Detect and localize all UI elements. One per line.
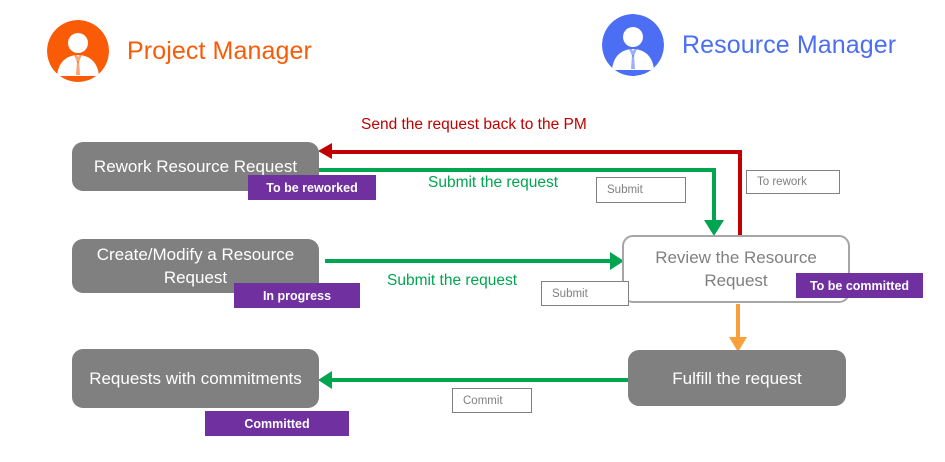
connector-commit-arrowhead [318, 371, 332, 389]
action-button-label: To rework [757, 176, 807, 188]
status-badge-to-be-reworked: To be reworked [248, 175, 376, 200]
task-label: Requests with commitments [89, 369, 302, 388]
action-button-submit-middle[interactable]: Submit [541, 281, 629, 306]
connector-send-back-arrowhead [318, 143, 332, 159]
connector-submit-middle-horizontal [325, 259, 610, 263]
connector-submit-middle-arrowhead [610, 252, 624, 270]
flow-label-submit-request-top: Submit the request [428, 174, 559, 191]
connector-to-fulfill-vertical [736, 304, 740, 340]
action-button-label: Submit [552, 287, 588, 300]
task-label: Review the Resource Request [655, 248, 817, 290]
connector-submit-top-arrowhead [704, 220, 724, 236]
action-button-label: Submit [607, 184, 643, 196]
task-label: Create/Modify a Resource Request [96, 245, 295, 287]
lane-title-project-manager: Project Manager [127, 36, 312, 65]
user-avatar-icon [47, 20, 109, 82]
flow-label-send-request-back: Send the request back to the PM [361, 116, 587, 133]
action-button-label: Commit [463, 394, 503, 407]
task-fulfill-the-request[interactable]: Fulfill the request [628, 350, 846, 406]
lane-header-project-manager: Project Manager [47, 20, 312, 82]
lane-title-resource-manager: Resource Manager [682, 30, 897, 59]
status-badge-label: To be committed [809, 278, 910, 293]
status-badge-label: To be reworked [266, 180, 358, 195]
connector-send-back-horizontal [330, 150, 740, 154]
lane-header-resource-manager: Resource Manager [602, 14, 896, 76]
task-requests-with-commitments[interactable]: Requests with commitments [72, 349, 319, 408]
connector-commit-horizontal [330, 378, 630, 382]
status-badge-to-be-committed: To be committed [796, 273, 923, 298]
connector-submit-top-vertical [712, 168, 716, 222]
flow-label-submit-request-middle: Submit the request [387, 272, 518, 289]
status-badge-label: Committed [244, 416, 310, 431]
connector-send-back-vertical [738, 150, 742, 246]
status-badge-committed: Committed [205, 411, 349, 436]
status-badge-in-progress: In progress [234, 283, 360, 308]
connector-to-fulfill-arrowhead [729, 337, 747, 352]
task-create-modify-resource-request[interactable]: Create/Modify a Resource Request [72, 239, 319, 293]
task-label: Fulfill the request [672, 368, 802, 388]
action-button-to-rework[interactable]: To rework [746, 170, 840, 194]
task-label: Rework Resource Request [93, 157, 298, 176]
action-button-commit[interactable]: Commit [452, 388, 532, 413]
status-badge-label: In progress [262, 288, 332, 303]
connector-submit-top-horizontal [318, 168, 716, 172]
user-avatar-icon [602, 14, 664, 76]
action-button-submit-top[interactable]: Submit [596, 177, 686, 203]
